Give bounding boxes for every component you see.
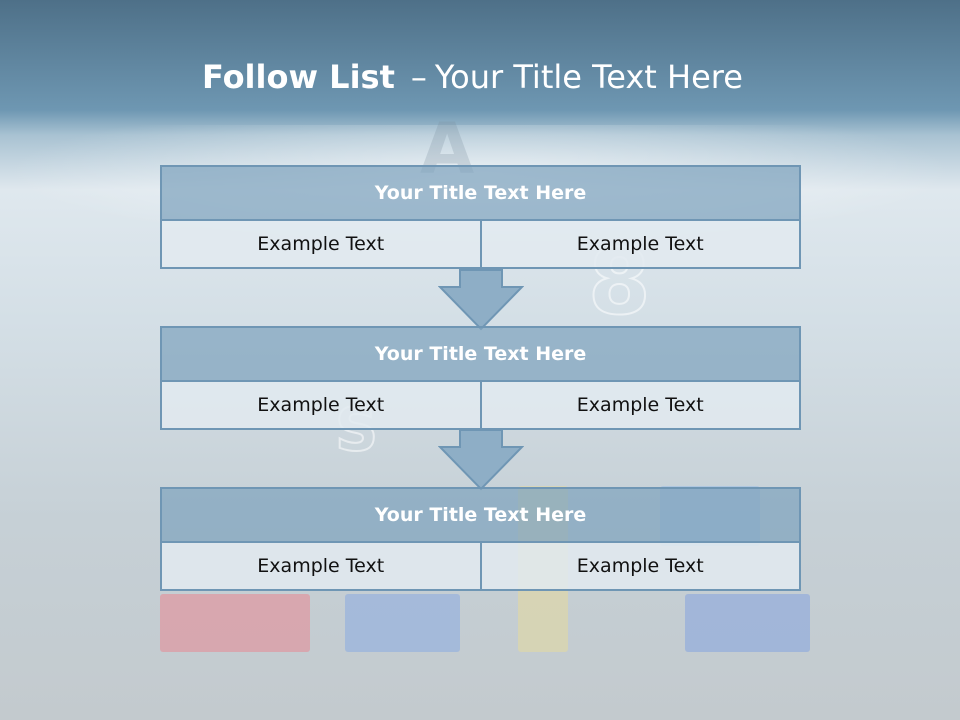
down-arrow-icon-1 — [438, 269, 524, 331]
group-2-cell-left[interactable]: Example Text — [160, 380, 482, 430]
background-block-blue-1 — [345, 594, 460, 652]
slide-title-dash: – — [410, 58, 427, 96]
group-1-cell-left[interactable]: Example Text — [160, 219, 482, 269]
down-arrow-icon-2 — [438, 429, 524, 491]
group-2-heading[interactable]: Your Title Text Here — [160, 326, 801, 382]
group-3-cell-right[interactable]: Example Text — [479, 541, 801, 591]
background-block-red — [160, 594, 310, 652]
slide-title: Follow List–Your Title Text Here — [202, 55, 743, 99]
list-group-3: Your Title Text Here Example Text Exampl… — [160, 487, 801, 591]
slide-title-rest: Your Title Text Here — [434, 58, 743, 96]
group-3-cell-left[interactable]: Example Text — [160, 541, 482, 591]
group-2-cell-right[interactable]: Example Text — [479, 380, 801, 430]
group-1-cell-right[interactable]: Example Text — [479, 219, 801, 269]
list-group-2: Your Title Text Here Example Text Exampl… — [160, 326, 801, 430]
group-3-heading[interactable]: Your Title Text Here — [160, 487, 801, 543]
list-group-1: Your Title Text Here Example Text Exampl… — [160, 165, 801, 269]
group-3-row: Example Text Example Text — [160, 541, 801, 591]
background-block-blue-2 — [685, 594, 810, 652]
group-2-row: Example Text Example Text — [160, 380, 801, 430]
slide-title-bold: Follow List — [202, 58, 395, 96]
group-1-row: Example Text Example Text — [160, 219, 801, 269]
group-1-heading[interactable]: Your Title Text Here — [160, 165, 801, 221]
